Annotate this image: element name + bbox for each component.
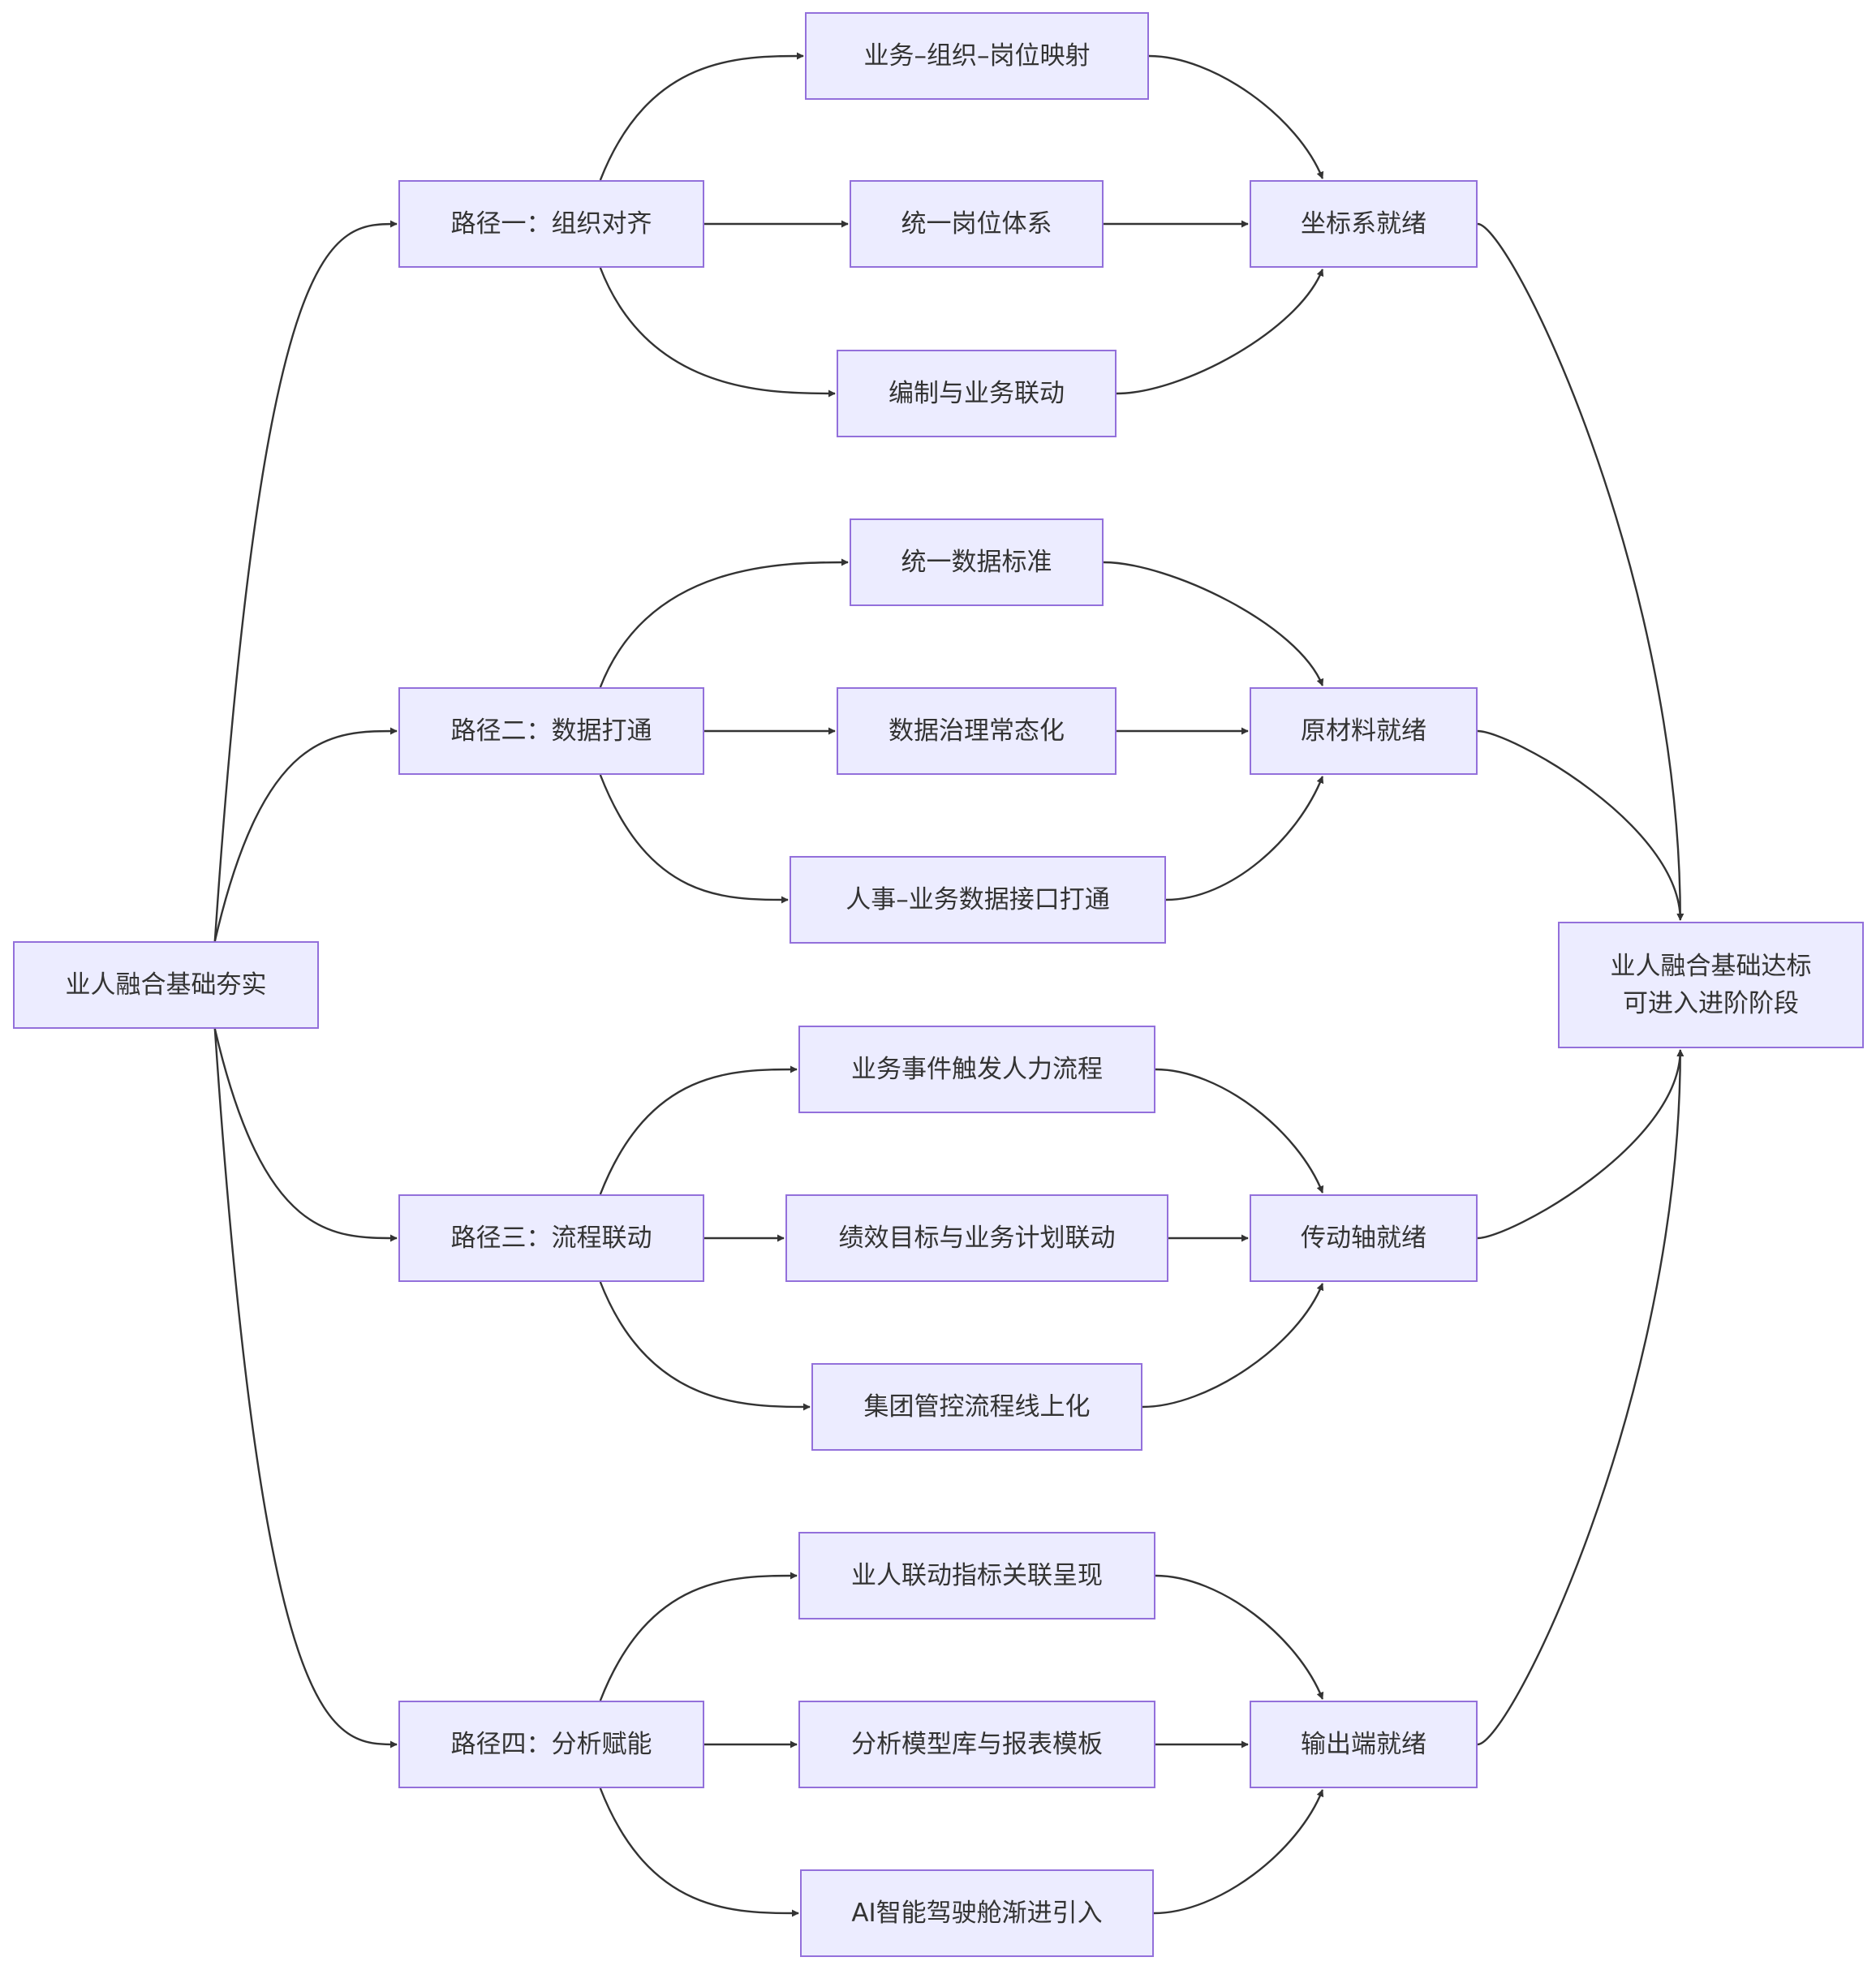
node-label-line: 传动轴就绪 bbox=[1301, 1224, 1426, 1253]
node-label: 分析模型库与报表模板 bbox=[851, 1726, 1103, 1763]
node-label-line: 数据治理常态化 bbox=[889, 716, 1065, 746]
node-path2-step-3[interactable]: 人事–业务数据接口打通 bbox=[790, 856, 1166, 944]
node-result-2[interactable]: 原材料就绪 bbox=[1250, 687, 1478, 775]
node-label-line: 分析模型库与报表模板 bbox=[851, 1730, 1103, 1759]
edge-p3a-to-r3 bbox=[1155, 1068, 1324, 1194]
node-label-line: 统一岗位体系 bbox=[901, 209, 1052, 239]
node-path1-step-2[interactable]: 统一岗位体系 bbox=[850, 180, 1104, 268]
node-label-line: 路径四：分析赋能 bbox=[450, 1730, 652, 1759]
edge-path2-to-p2a bbox=[599, 558, 849, 688]
node-label-line: 业务事件触发人力流程 bbox=[851, 1055, 1103, 1084]
edge-p4c-to-r4 bbox=[1153, 1789, 1324, 1915]
node-label-line: 业务–组织–岗位映射 bbox=[863, 41, 1091, 71]
edge-p1c-to-r1 bbox=[1116, 269, 1324, 395]
node-label-line: 绩效目标与业务计划联动 bbox=[838, 1224, 1116, 1253]
node-label: 业务–组织–岗位映射 bbox=[864, 37, 1091, 75]
node-label: 数据治理常态化 bbox=[889, 712, 1065, 750]
node-label-line: 可进入进阶阶段 bbox=[1623, 989, 1799, 1018]
node-label: 统一数据标准 bbox=[901, 544, 1052, 581]
node-label: 业人融合基础达标可进入进阶阶段 bbox=[1611, 948, 1812, 1022]
node-label-line: 坐标系就绪 bbox=[1301, 209, 1426, 239]
node-path3-step-1[interactable]: 业务事件触发人力流程 bbox=[798, 1026, 1155, 1113]
node-label-line: 业人融合基础夯实 bbox=[65, 970, 267, 1000]
edge-path1-to-p1a bbox=[599, 52, 804, 181]
node-label-line: 业人联动指标关联呈现 bbox=[851, 1561, 1103, 1590]
node-path4-step-3[interactable]: AI智能驾驶舱渐进引入 bbox=[800, 1869, 1154, 1957]
node-label-line: 原材料就绪 bbox=[1301, 716, 1426, 746]
node-path-4[interactable]: 路径四：分析赋能 bbox=[398, 1701, 704, 1788]
edge-root-to-path4 bbox=[213, 1028, 398, 1748]
node-label-line: 集团管控流程线上化 bbox=[863, 1392, 1091, 1422]
edge-r1-to-final bbox=[1477, 222, 1685, 921]
node-path-1[interactable]: 路径一：组织对齐 bbox=[398, 180, 704, 268]
edge-path4-to-p4a bbox=[599, 1572, 798, 1701]
edge-p1a-to-r1 bbox=[1148, 54, 1324, 179]
node-path2-step-2[interactable]: 数据治理常态化 bbox=[837, 687, 1117, 775]
node-root[interactable]: 业人融合基础夯实 bbox=[13, 941, 319, 1029]
node-path-2[interactable]: 路径二：数据打通 bbox=[398, 687, 704, 775]
edge-path3-to-p3a bbox=[599, 1065, 798, 1195]
edge-r2-to-final bbox=[1477, 729, 1685, 921]
node-final[interactable]: 业人融合基础达标可进入进阶阶段 bbox=[1558, 922, 1864, 1048]
node-label: 集团管控流程线上化 bbox=[864, 1388, 1091, 1426]
edge-root-to-path1 bbox=[213, 220, 398, 942]
node-label: 坐标系就绪 bbox=[1301, 205, 1426, 243]
node-result-4[interactable]: 输出端就绪 bbox=[1250, 1701, 1478, 1788]
node-label: 业人联动指标关联呈现 bbox=[851, 1557, 1103, 1594]
node-label: 业务事件触发人力流程 bbox=[851, 1051, 1103, 1088]
edge-root-to-path3 bbox=[213, 1028, 398, 1242]
node-result-3[interactable]: 传动轴就绪 bbox=[1250, 1194, 1478, 1282]
node-label: 业人融合基础夯实 bbox=[66, 966, 267, 1004]
node-label-line: 路径一：组织对齐 bbox=[450, 209, 652, 239]
node-label-line: 人事–业务数据接口打通 bbox=[845, 885, 1110, 914]
edge-path4-to-p4c bbox=[599, 1787, 799, 1917]
node-label-line: 业人融合基础达标 bbox=[1610, 952, 1812, 981]
node-path3-step-3[interactable]: 集团管控流程线上化 bbox=[811, 1363, 1142, 1451]
node-result-1[interactable]: 坐标系就绪 bbox=[1250, 180, 1478, 268]
node-label-line: 输出端就绪 bbox=[1301, 1730, 1426, 1759]
edge-path3-to-p3c bbox=[599, 1281, 811, 1411]
node-label: 编制与业务联动 bbox=[889, 375, 1065, 412]
node-label: 绩效目标与业务计划联动 bbox=[839, 1219, 1116, 1257]
node-label: 传动轴就绪 bbox=[1301, 1219, 1426, 1257]
node-label: 统一岗位体系 bbox=[901, 205, 1052, 243]
node-path1-step-3[interactable]: 编制与业务联动 bbox=[837, 350, 1117, 437]
node-path4-step-1[interactable]: 业人联动指标关联呈现 bbox=[798, 1532, 1155, 1619]
edge-p4a-to-r4 bbox=[1155, 1574, 1324, 1700]
edge-r4-to-final bbox=[1477, 1049, 1685, 1746]
node-label: 路径二：数据打通 bbox=[451, 712, 652, 750]
node-label: 路径四：分析赋能 bbox=[451, 1726, 652, 1763]
node-label-line: 编制与业务联动 bbox=[889, 379, 1065, 408]
edge-root-to-path2 bbox=[213, 727, 398, 942]
node-label-line: 统一数据标准 bbox=[901, 548, 1052, 577]
node-path4-step-2[interactable]: 分析模型库与报表模板 bbox=[798, 1701, 1155, 1788]
node-label: 路径三：流程联动 bbox=[451, 1219, 652, 1257]
node-label-line: 路径二：数据打通 bbox=[450, 716, 652, 746]
edge-p2a-to-r2 bbox=[1103, 561, 1324, 686]
node-path1-step-1[interactable]: 业务–组织–岗位映射 bbox=[805, 12, 1149, 100]
edge-path1-to-p1c bbox=[599, 267, 836, 398]
node-path3-step-2[interactable]: 绩效目标与业务计划联动 bbox=[785, 1194, 1168, 1282]
node-label: 人事–业务数据接口打通 bbox=[845, 881, 1110, 918]
node-path-3[interactable]: 路径三：流程联动 bbox=[398, 1194, 704, 1282]
node-label-line: 路径三：流程联动 bbox=[450, 1224, 652, 1253]
node-label-line: AI智能驾驶舱渐进引入 bbox=[851, 1899, 1103, 1928]
node-path2-step-1[interactable]: 统一数据标准 bbox=[850, 518, 1104, 606]
node-label: 输出端就绪 bbox=[1301, 1726, 1426, 1763]
node-label: 原材料就绪 bbox=[1301, 712, 1426, 750]
edge-r3-to-final bbox=[1477, 1049, 1685, 1240]
edge-path2-to-p2c bbox=[599, 774, 789, 904]
node-label: 路径一：组织对齐 bbox=[451, 205, 652, 243]
node-label: AI智能驾驶舱渐进引入 bbox=[851, 1895, 1102, 1932]
edge-p3c-to-r3 bbox=[1142, 1283, 1324, 1409]
edge-p2c-to-r2 bbox=[1165, 776, 1324, 901]
